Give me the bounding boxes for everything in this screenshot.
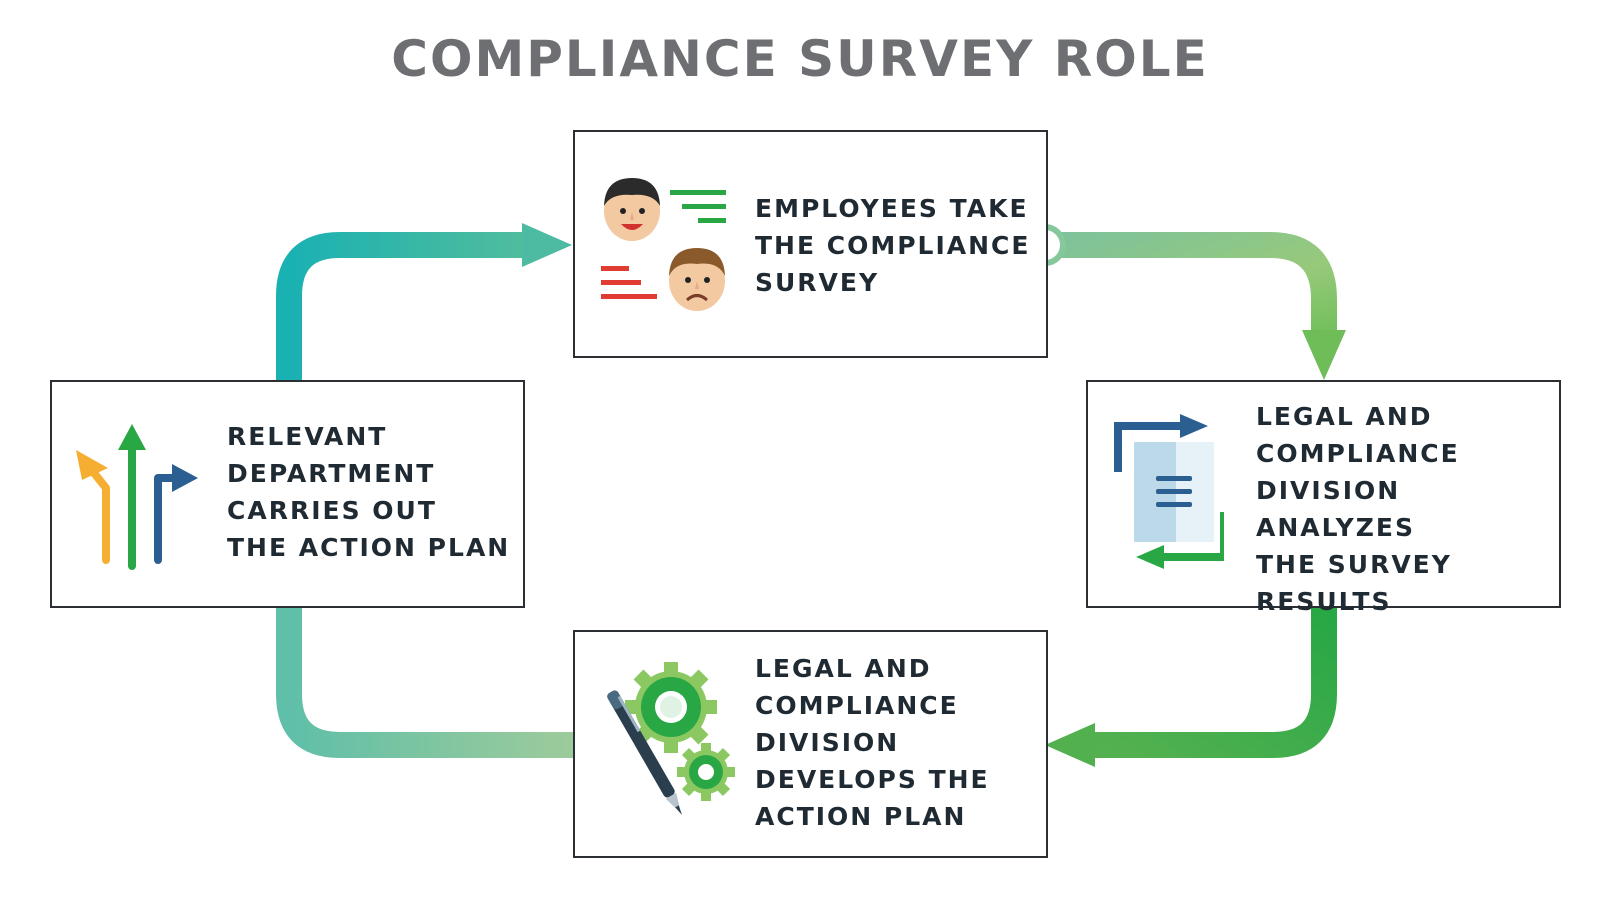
step-analyze-box: LEGAL AND COMPLIANCE DIVISION ANALYZES T… xyxy=(1086,380,1561,616)
document-exchange-icon xyxy=(1114,414,1224,569)
arrowhead-to-develop xyxy=(1045,723,1095,767)
employee-faces-icon xyxy=(601,178,726,311)
pen-icon xyxy=(607,690,682,815)
connector-survey-to-analyze xyxy=(1047,232,1337,340)
page-title: COMPLIANCE SURVEY ROLE xyxy=(391,30,1209,88)
gears-pen-icon xyxy=(607,662,735,815)
large-gear-icon xyxy=(625,662,717,753)
step-survey-label: EMPLOYEES TAKE THE COMPLIANCE SURVEY xyxy=(755,194,1031,297)
step-survey-box: EMPLOYEES TAKE THE COMPLIANCE SURVEY xyxy=(573,130,1048,358)
connector-develop-to-carryout xyxy=(276,608,573,758)
happy-face-icon xyxy=(604,178,660,241)
direction-arrows-icon xyxy=(76,424,198,570)
step-carryout-box: RELEVANT DEPARTMENT CARRIES OUT THE ACTI… xyxy=(50,380,525,608)
step-develop-box: LEGAL AND COMPLIANCE DIVISION DEVELOPS T… xyxy=(573,630,1048,858)
arrowhead-to-survey xyxy=(522,223,572,267)
step-develop-label: LEGAL AND COMPLIANCE DIVISION DEVELOPS T… xyxy=(755,654,990,831)
small-gear-icon xyxy=(677,743,735,801)
step-analyze-label: LEGAL AND COMPLIANCE DIVISION ANALYZES T… xyxy=(1256,402,1460,616)
arrowhead-to-analyze xyxy=(1302,330,1346,380)
sad-face-icon xyxy=(669,248,725,311)
connector-carryout-to-survey xyxy=(276,232,530,382)
step-carryout-label: RELEVANT DEPARTMENT CARRIES OUT THE ACTI… xyxy=(227,422,511,562)
connector-analyze-to-develop xyxy=(1085,608,1337,758)
